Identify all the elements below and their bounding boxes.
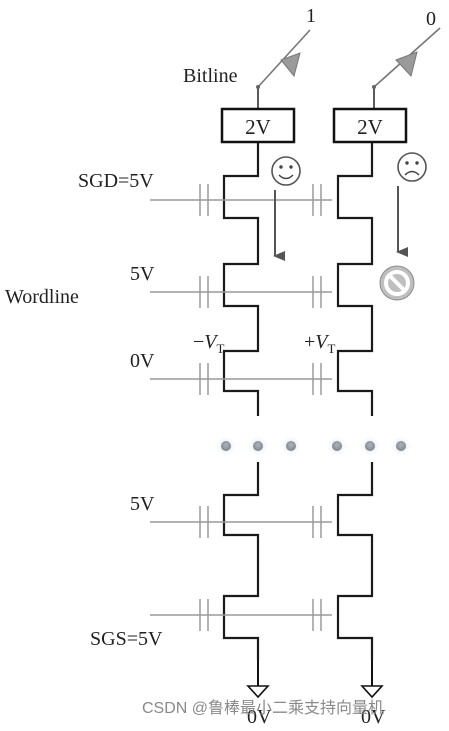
bit-value-left: 1 (306, 5, 316, 27)
switch-right (372, 27, 441, 110)
switch-arrow-icon (280, 52, 301, 78)
ground-voltage-left: 0V (247, 706, 272, 726)
switch-left (256, 29, 311, 110)
ellipsis-dot (360, 436, 380, 456)
ground-right (360, 660, 384, 699)
nand-string-right (336, 142, 374, 660)
ellipsis-dot (281, 436, 301, 456)
bitline-label: Bitline (183, 65, 238, 87)
smile-face-icon (271, 156, 301, 186)
sgd-label: SGD=5V (78, 170, 154, 192)
switch-arrow-icon (395, 51, 418, 78)
nand-strings (222, 142, 374, 660)
bitline-box-left (220, 107, 296, 144)
ellipsis-dots (216, 436, 411, 456)
gate-lines (150, 184, 332, 631)
threshold-right: +VT (304, 331, 336, 356)
wordline-voltage-top: 5V (130, 263, 155, 285)
ellipsis-dot (248, 436, 268, 456)
ground-voltage-right: 0V (361, 706, 386, 726)
gate-line (150, 599, 332, 631)
ellipsis-dot (216, 436, 236, 456)
wordline-label: Wordline (5, 286, 79, 308)
gate-line (150, 276, 332, 308)
wordline-voltage-bottom: 5V (130, 493, 155, 515)
ellipsis-dot (391, 436, 411, 456)
sgs-label: SGS=5V (90, 628, 163, 650)
bitline-voltage-right: 2V (357, 115, 383, 139)
wordline-voltage-selected: 0V (130, 350, 155, 372)
ground-left (246, 660, 270, 699)
watermark: CSDN @鲁棒最小二乘支持向量机 (142, 699, 384, 717)
bitline-voltage-left: 2V (245, 115, 271, 139)
gate-line (150, 184, 332, 216)
prohibited-icon (379, 265, 415, 301)
sad-face-icon (397, 152, 427, 182)
gate-line (150, 506, 332, 538)
bitline-box-right (332, 107, 408, 144)
gate-line (150, 363, 332, 395)
nand-string-left (222, 142, 260, 660)
threshold-left: −VT (193, 331, 225, 356)
ellipsis-dot (327, 436, 347, 456)
bit-value-right: 0 (426, 8, 436, 30)
